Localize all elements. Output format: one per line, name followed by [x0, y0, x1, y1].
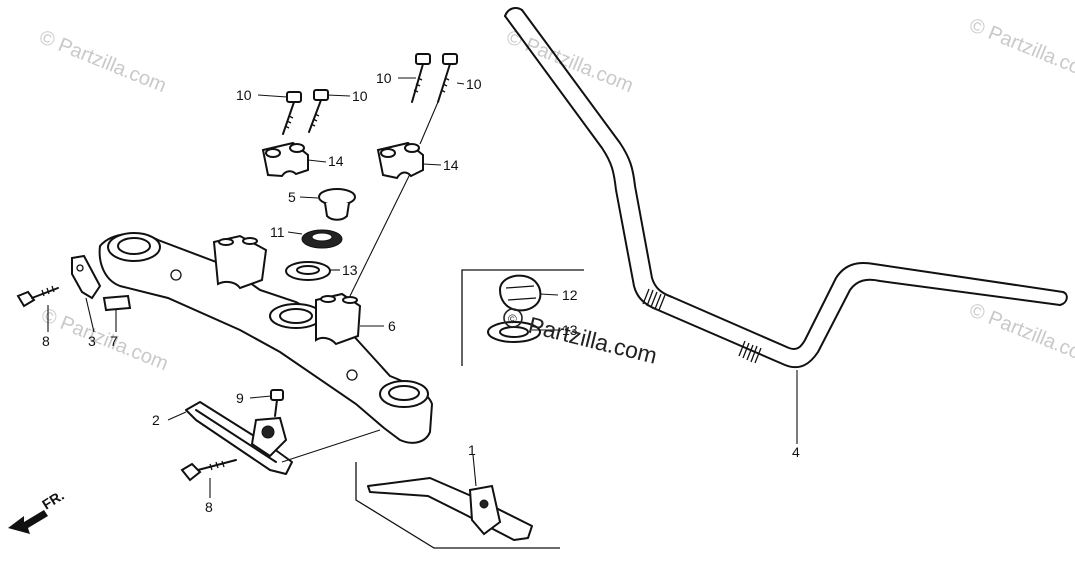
callout-7[interactable]: 7 [110, 333, 118, 349]
callout-3[interactable]: 3 [88, 333, 96, 349]
watermark: © Partzilla.com [966, 299, 1075, 370]
callout-14[interactable]: 14 [328, 153, 344, 169]
callout-11[interactable]: 11 [270, 224, 285, 240]
bolt-10-c[interactable] [411, 53, 431, 103]
watermark: © Partzilla.com [38, 304, 171, 375]
callout-2[interactable]: 2 [152, 412, 160, 428]
callout-9[interactable]: 9 [236, 390, 244, 406]
bolt-10-a[interactable] [282, 91, 302, 135]
washer-part-13[interactable] [285, 261, 331, 281]
grip-knurl [642, 288, 762, 364]
leader-lines [47, 77, 798, 498]
bolt-10-d[interactable] [437, 53, 458, 103]
lock-washer-part-11[interactable] [301, 229, 343, 249]
callout-14[interactable]: 14 [443, 157, 459, 173]
callout-5[interactable]: 5 [288, 189, 296, 205]
callout-13[interactable]: 13 [562, 322, 578, 338]
callout-1[interactable]: 1 [468, 442, 476, 458]
callout-labels: 10 10 10 10 14 14 5 11 13 6 12 13 9 2 8 … [42, 70, 800, 515]
clamp-part-1[interactable] [367, 477, 533, 541]
watermark: © Partzilla.com [503, 26, 636, 97]
front-label: FR. [39, 487, 67, 513]
callout-8[interactable]: 8 [205, 499, 213, 515]
top-bridge-part-6[interactable] [98, 232, 434, 444]
inset-box-lower [355, 462, 560, 549]
bolt-part-9[interactable] [270, 389, 284, 417]
watermark-main: Partzilla.com [526, 312, 660, 369]
callout-6[interactable]: 6 [388, 318, 396, 334]
bolt-8-left[interactable] [16, 285, 59, 308]
stem-nut-part-5[interactable] [318, 188, 356, 221]
clamp-part-2[interactable] [185, 401, 293, 475]
svg-text:©: © [508, 312, 517, 326]
inset-box [461, 269, 584, 366]
bolt-10-b[interactable] [308, 89, 329, 133]
bracket-part-3[interactable] [71, 254, 102, 300]
callout-10[interactable]: 10 [236, 87, 252, 103]
callout-4[interactable]: 4 [792, 444, 800, 460]
watermark: © Partzilla.com [36, 26, 169, 97]
front-arrow-icon: FR. [8, 487, 67, 534]
watermark: © Partzilla.com [966, 14, 1075, 85]
label-part-7[interactable] [102, 294, 132, 312]
upper-holder-left[interactable] [261, 141, 309, 178]
upper-holder-right[interactable] [376, 141, 424, 180]
bolt-8-lower[interactable] [180, 459, 237, 482]
callout-12[interactable]: 12 [562, 287, 578, 303]
callout-10[interactable]: 10 [352, 88, 368, 104]
handlebar-part-4[interactable] [504, 7, 1068, 369]
callout-10[interactable]: 10 [466, 76, 482, 92]
callout-13[interactable]: 13 [342, 262, 358, 278]
callout-8[interactable]: 8 [42, 333, 50, 349]
callout-10[interactable]: 10 [376, 70, 392, 86]
